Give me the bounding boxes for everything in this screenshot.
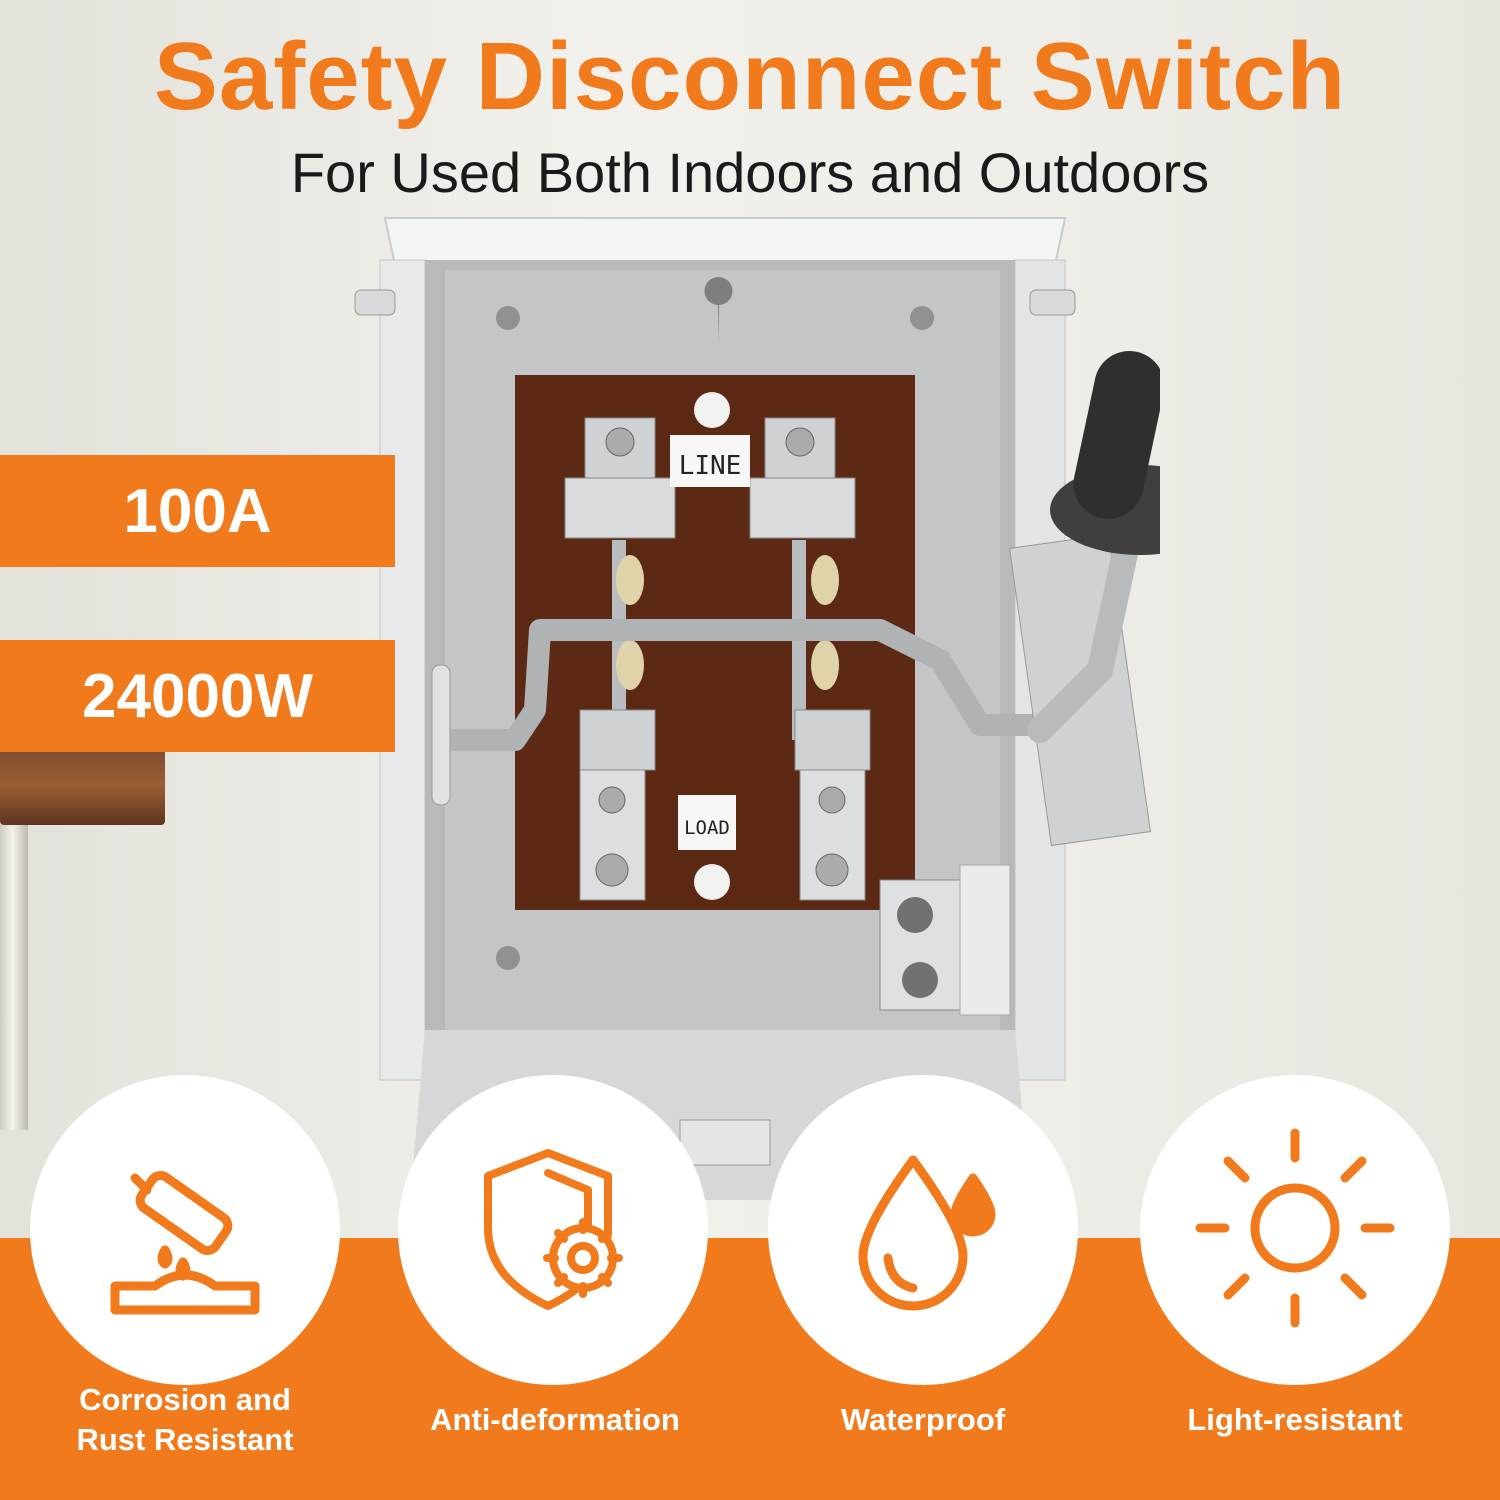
disconnect-switch-image xyxy=(354,217,1160,1200)
water-drop-icon xyxy=(833,1138,1013,1323)
feature-corrosion xyxy=(30,1075,340,1385)
spec-power-tag: 24000W xyxy=(0,640,395,752)
page-title: Safety Disconnect Switch xyxy=(153,23,1347,130)
corrosion-icon xyxy=(95,1138,275,1323)
feature-waterproof xyxy=(768,1075,1078,1385)
feature-label-waterproof: Waterproof xyxy=(840,1402,1006,1437)
shield-gear-icon xyxy=(463,1138,643,1323)
rusty-bracket xyxy=(0,745,165,825)
feature-light-resistant xyxy=(1140,1075,1450,1385)
page-subtitle: For Used Both Indoors and Outdoors xyxy=(290,141,1210,204)
spec-current-tag: 100A xyxy=(0,455,395,567)
feature-anti-deformation xyxy=(398,1075,708,1385)
feature-label-anti-deformation: Anti-deformation xyxy=(430,1402,680,1437)
feature-label-light-resistant: Light-resistant xyxy=(1187,1402,1403,1437)
line-label: LINE xyxy=(678,451,742,481)
feature-label-corrosion: Corrosion and Rust Resistant xyxy=(76,1382,294,1457)
sun-icon xyxy=(1190,1123,1400,1338)
load-label: LOAD xyxy=(684,816,730,839)
